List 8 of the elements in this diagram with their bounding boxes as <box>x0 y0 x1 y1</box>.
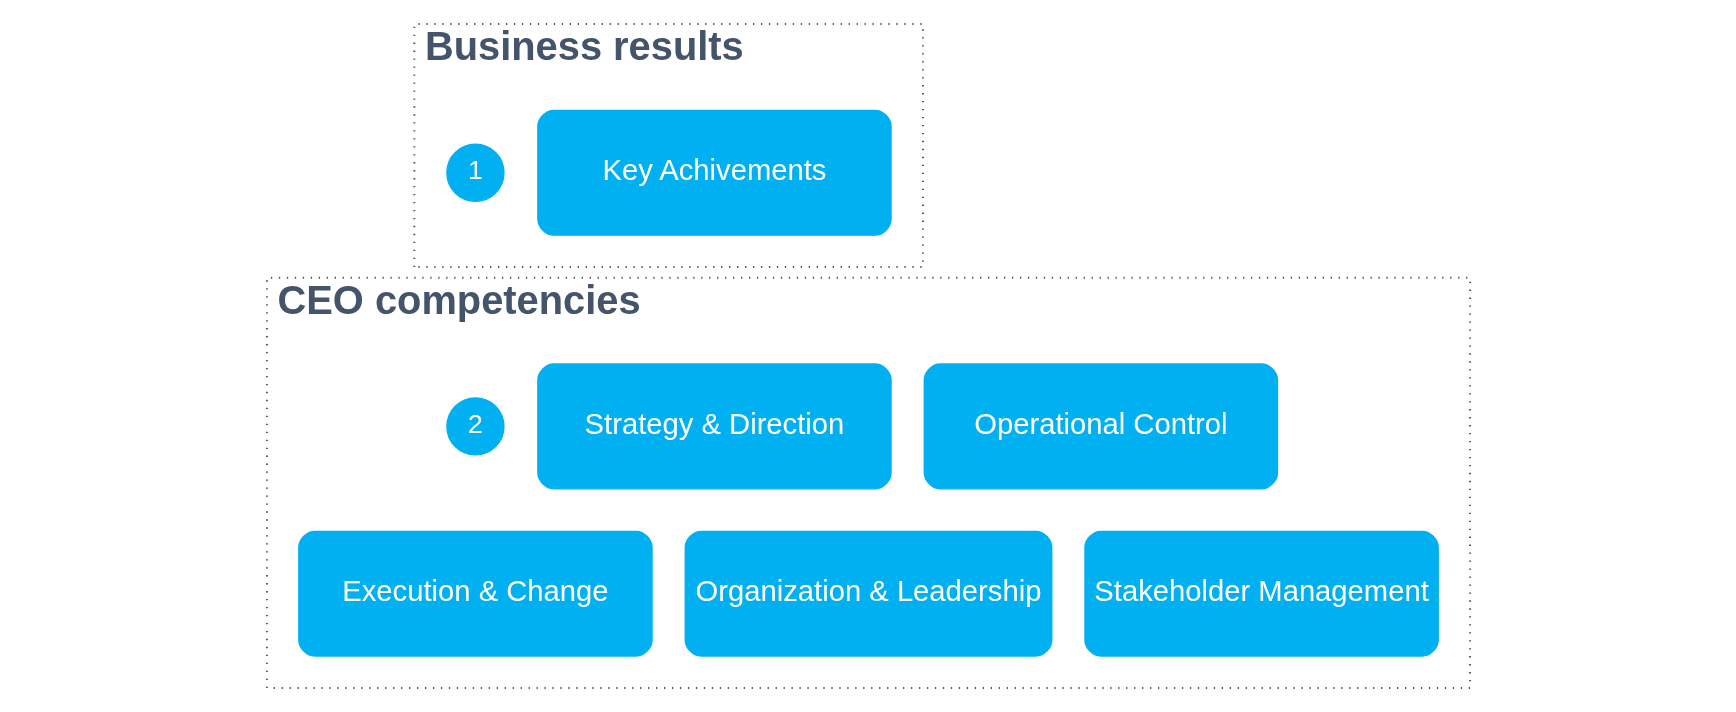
node-circle: 1 <box>445 143 505 202</box>
node-box: Execution & Change <box>297 530 653 657</box>
node-box: Organization & Leadership <box>684 530 1052 657</box>
node-box: Strategy & Direction <box>536 363 892 490</box>
node-box: Key Achivements <box>536 109 892 236</box>
node-circle: 2 <box>445 397 505 456</box>
node-box: Stakeholder Management <box>1083 530 1439 657</box>
node-box: Operational Control <box>923 363 1278 490</box>
